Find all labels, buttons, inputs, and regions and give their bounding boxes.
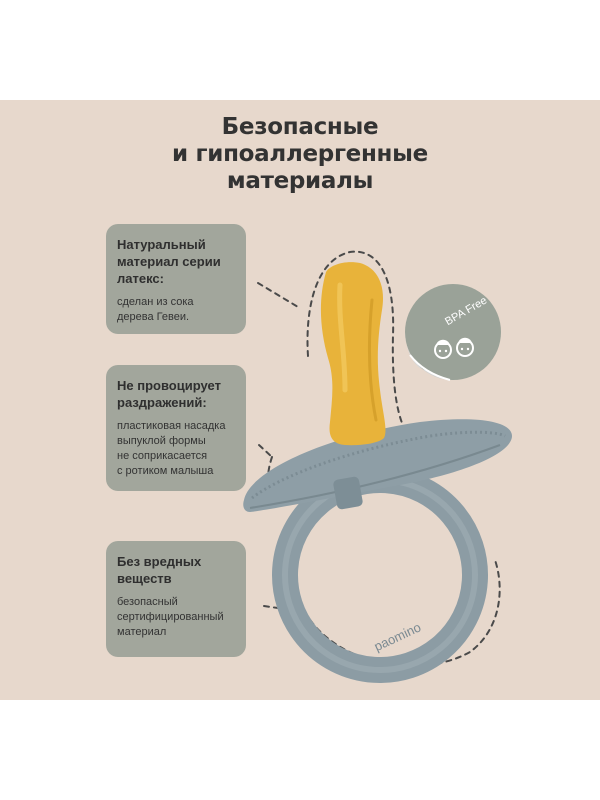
- ring-outline: [304, 559, 501, 667]
- card-body-line: дерева Гевеи.: [117, 311, 190, 323]
- info-card-no-harmful-substances: Без вредных веществ безопасный сертифици…: [106, 541, 246, 657]
- ring-brand-text: paomino: [372, 619, 424, 654]
- card-heading: Без вредных веществ: [117, 553, 236, 587]
- card-body: пластиковая насадка выпуклой формы не со…: [117, 419, 236, 479]
- card-heading-line: материал серии: [117, 254, 221, 269]
- page-title: Безопасные и гипоаллергенные материалы: [0, 114, 600, 195]
- card-heading-line: раздражений:: [117, 395, 207, 410]
- connector-line-1: [257, 282, 299, 308]
- card-body: безопасный сертифицированный материал: [117, 595, 236, 640]
- card-heading-line: Не провоцирует: [117, 378, 221, 393]
- product-panel: Безопасные и гипоаллергенные материалы: [0, 100, 600, 700]
- card-heading: Натуральный материал серии латекс:: [117, 236, 236, 287]
- card-body-line: безопасный: [117, 596, 178, 608]
- pacifier-illustration: BPA Free paomino: [243, 250, 512, 683]
- card-body-line: выпуклой формы: [117, 435, 206, 447]
- card-heading-line: Без вредных: [117, 554, 202, 569]
- latex-nipple: [320, 262, 386, 446]
- card-heading-line: латекс:: [117, 271, 164, 286]
- card-heading-line: веществ: [117, 571, 172, 586]
- info-card-no-irritation: Не провоцирует раздражений: пластиковая …: [106, 365, 246, 491]
- card-heading-line: Натуральный: [117, 237, 206, 252]
- bpa-free-badge: [404, 284, 501, 381]
- card-body-line: сделан из сока: [117, 296, 194, 308]
- card-body-line: материал: [117, 626, 167, 638]
- title-line-1: Безопасные: [221, 114, 379, 140]
- card-heading: Не провоцирует раздражений:: [117, 377, 236, 411]
- card-body: сделан из сока дерева Гевеи.: [117, 295, 236, 325]
- card-body-line: пластиковая насадка: [117, 420, 226, 432]
- kids-icon: [434, 337, 474, 359]
- connector-line-2: [258, 444, 273, 458]
- card-body-line: не соприкасается: [117, 450, 208, 462]
- info-card-natural-material: Натуральный материал серии латекс: сдела…: [106, 224, 246, 334]
- nipple-outline: [306, 250, 406, 431]
- card-body-line: с ротиком малыша: [117, 465, 214, 477]
- title-line-2: и гипоаллергенные: [172, 141, 428, 167]
- title-line-3: материалы: [226, 168, 374, 194]
- card-body-line: сертифицированный: [117, 611, 224, 623]
- pacifier-shield: [243, 419, 512, 512]
